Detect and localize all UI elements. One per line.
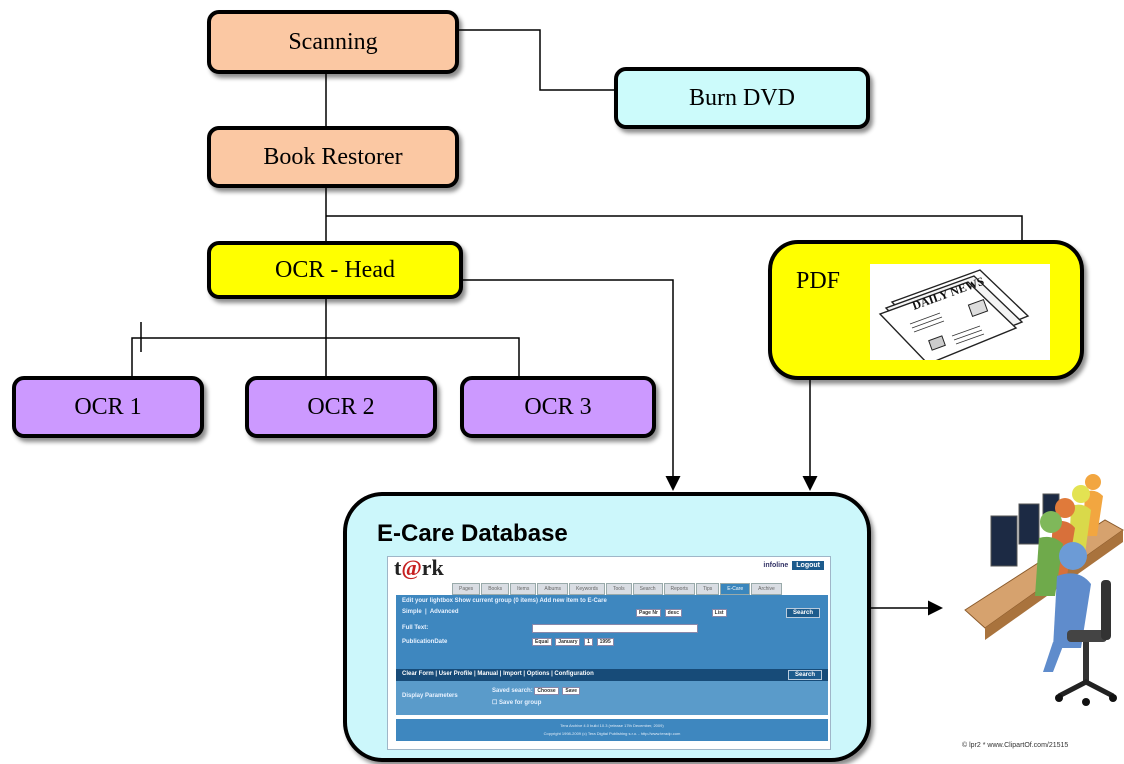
book-restorer-label: Book Restorer	[263, 143, 403, 170]
screenshot-footer: Tera Archive 4.0 build 10.3 (release 17t…	[396, 719, 828, 741]
pdf-node: PDF DAILY NEWS	[768, 240, 1084, 380]
newspaper-image: DAILY NEWS	[870, 264, 1050, 365]
newspaper-icon: DAILY NEWS	[878, 269, 1030, 365]
tab-items[interactable]: Items	[510, 583, 537, 595]
footer-line-1: Tera Archive 4.0 build 10.3 (release 17t…	[560, 723, 664, 728]
saved-search-row: Saved search: Choose Save	[492, 687, 582, 695]
burn-dvd-node: Burn DVD	[614, 67, 870, 129]
tab-reports[interactable]: Reports	[663, 583, 696, 595]
arrow-ocr-head-to-database	[462, 279, 681, 491]
scanning-node: Scanning	[207, 10, 459, 74]
display-params-panel: Display Parameters Saved search: Choose …	[396, 681, 828, 715]
save-group-label: Save for group	[499, 700, 542, 706]
pub-op-select[interactable]: Equal	[532, 638, 552, 646]
sort-controls: Page Nr desc List	[636, 609, 729, 617]
line-book-restorer-to-pdf	[326, 215, 1023, 244]
ocr-head-label: OCR - Head	[275, 256, 395, 283]
ocr-head-node: OCR - Head	[207, 241, 463, 299]
monitors	[990, 493, 1060, 567]
tab-books[interactable]: Books	[481, 583, 510, 595]
save-group-row[interactable]: ☐ Save for group	[492, 700, 542, 706]
ocr1-node: OCR 1	[12, 376, 204, 438]
panel-actions[interactable]: Edit your lightbox Show current group (0…	[402, 598, 607, 604]
save-button[interactable]: Save	[562, 687, 581, 695]
tab-e-care[interactable]: E-Care	[720, 583, 751, 595]
full-text-label: Full Text:	[402, 625, 429, 631]
toolbar-links[interactable]: Clear Form | User Profile | Manual | Imp…	[402, 671, 594, 677]
tab-archive[interactable]: Archive	[751, 583, 782, 595]
page-size-select[interactable]: Page Nr	[636, 609, 661, 617]
advanced-link[interactable]: Advanced	[429, 609, 459, 615]
full-text-input[interactable]	[532, 624, 698, 633]
user-bar: infoline Logout	[763, 561, 824, 570]
pdf-label: PDF	[796, 268, 841, 294]
line-scanning-to-burn-dvd	[458, 29, 616, 91]
scanning-label: Scanning	[288, 28, 378, 55]
ocr2-node: OCR 2	[245, 376, 437, 438]
users-at-computers-image	[964, 474, 1124, 706]
tab-keywords[interactable]: Keywords	[569, 583, 605, 595]
ocr1-label: OCR 1	[74, 393, 142, 420]
database-node: E-Care Database t@rk infoline Logout Pag…	[343, 492, 871, 762]
line-ocr-branch	[131, 337, 520, 378]
search-button-bottom[interactable]: Search	[787, 670, 822, 680]
database-title: E-Care Database	[377, 520, 568, 547]
logout-button[interactable]: Logout	[792, 561, 824, 570]
simple-link[interactable]: Simple	[402, 609, 422, 615]
screenshot-toolbar: Clear Form | User Profile | Manual | Imp…	[396, 669, 828, 681]
order-select[interactable]: desc	[664, 609, 682, 617]
tab-pages[interactable]: Pages	[452, 583, 481, 595]
pubdate-label: PublicationDate	[402, 639, 448, 645]
ocr2-label: OCR 2	[307, 393, 375, 420]
tark-logo: t@rk	[394, 555, 444, 580]
office-chair	[1055, 580, 1117, 706]
people-figures	[1035, 474, 1103, 672]
footer-line-2: Copyright 1998-2009 (c) Tera Digital Pub…	[543, 731, 681, 736]
view-select[interactable]: List	[711, 609, 727, 617]
tab-albums[interactable]: Albums	[537, 583, 569, 595]
burn-dvd-label: Burn DVD	[689, 84, 795, 111]
saved-search-select[interactable]: Choose	[534, 687, 559, 695]
pub-year-select[interactable]: 1995	[596, 638, 614, 646]
search-mode-row: Simple | Advanced	[402, 609, 459, 615]
clipart-credit: © lpr2 * www.ClipartOf.com/21515	[962, 742, 1069, 749]
pub-day-select[interactable]: 1	[584, 638, 593, 646]
tab-tips[interactable]: Tips	[696, 583, 720, 595]
search-button-top[interactable]: Search	[785, 608, 820, 618]
tab-search[interactable]: Search	[632, 583, 663, 595]
ocr3-node: OCR 3	[460, 376, 656, 438]
book-restorer-node: Book Restorer	[207, 126, 459, 188]
pub-month-select[interactable]: January	[555, 638, 581, 646]
display-params-label: Display Parameters	[402, 693, 458, 699]
saved-search-label: Saved search:	[492, 688, 533, 694]
tab-tools[interactable]: Tools	[605, 583, 632, 595]
user-name: infoline	[763, 562, 789, 569]
pubdate-controls: Equal January 1 1995	[532, 638, 616, 646]
ocr3-label: OCR 3	[524, 393, 592, 420]
